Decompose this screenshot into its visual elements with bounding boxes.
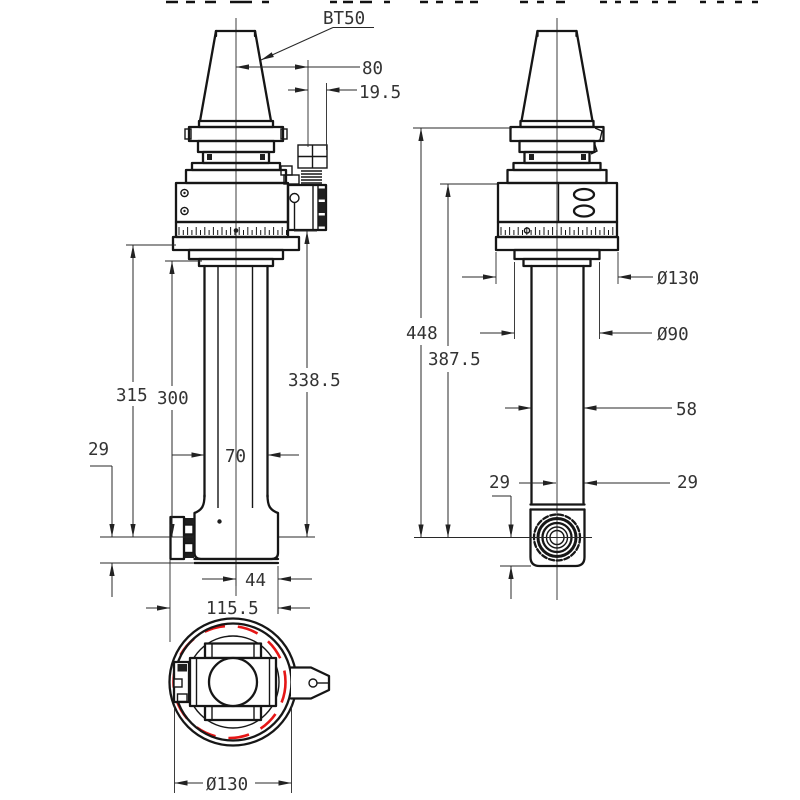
side-graduation-ring — [496, 220, 619, 239]
front-dimensions: BT50 80 19.5 338.5 315 300 70 29 — [88, 9, 401, 642]
bottom-stop-lug — [289, 666, 331, 700]
dim-label-70: 70 — [225, 447, 246, 467]
dim-label-44: 44 — [245, 571, 266, 591]
dim-label-300: 300 — [157, 389, 189, 409]
side-head-foot — [529, 503, 586, 568]
dim-label-dia90: Ø90 — [657, 325, 689, 345]
spring-coil — [301, 170, 322, 184]
bottom-dimensions: Ø130 — [174, 705, 292, 795]
taper-label: BT50 — [323, 9, 365, 29]
index-mark — [523, 227, 531, 234]
bottom-view — [168, 617, 331, 747]
side-body-block — [496, 181, 619, 224]
dim-label-387-5: 387.5 — [428, 350, 481, 370]
drive-key-dot — [260, 154, 265, 160]
dim-label-115-5: 115.5 — [206, 599, 259, 619]
dim-label-448: 448 — [406, 324, 438, 344]
dim-label-80: 80 — [362, 59, 383, 79]
dim-label-338-5: 338.5 — [288, 371, 341, 391]
front-connector-bracket — [169, 515, 194, 561]
front-graduation-ring — [174, 220, 290, 239]
flange-notch — [590, 127, 603, 155]
front-view — [169, 18, 328, 596]
clamp-slot — [572, 187, 596, 202]
dim-label-29-front: 29 — [88, 440, 109, 460]
dim-label-29-side-left: 29 — [489, 473, 510, 493]
front-head-foot — [193, 493, 280, 565]
spindle-bore — [207, 656, 259, 708]
side-lower-flange — [494, 235, 620, 268]
bottom-head-block — [188, 656, 278, 708]
dim-label-29-side-right: 29 — [677, 473, 698, 493]
bottom-connector-bracket — [172, 660, 191, 704]
side-spindle-tube — [530, 264, 585, 505]
side-dimensions: 448 387.5 Ø130 Ø90 58 29 29 — [406, 127, 699, 599]
index-mark — [233, 228, 239, 233]
side-taper-cone — [520, 29, 594, 123]
dim-label-315: 315 — [116, 386, 148, 406]
dim-label-dia130-side: Ø130 — [657, 269, 699, 289]
drive-key-dot — [207, 154, 212, 160]
side-clamp-attachment — [280, 144, 328, 232]
dim-label-dia130-bottom: Ø130 — [206, 775, 248, 795]
dim-label-58: 58 — [676, 400, 697, 420]
bt50-taper-cone — [198, 29, 273, 123]
pin-hole — [217, 519, 222, 524]
front-spindle-tube — [203, 264, 269, 508]
dim-label-19-5: 19.5 — [359, 83, 401, 103]
bt50-flange — [184, 119, 288, 185]
front-lower-flange — [171, 235, 301, 268]
front-body-block — [174, 181, 290, 224]
clamp-slot — [572, 204, 596, 218]
